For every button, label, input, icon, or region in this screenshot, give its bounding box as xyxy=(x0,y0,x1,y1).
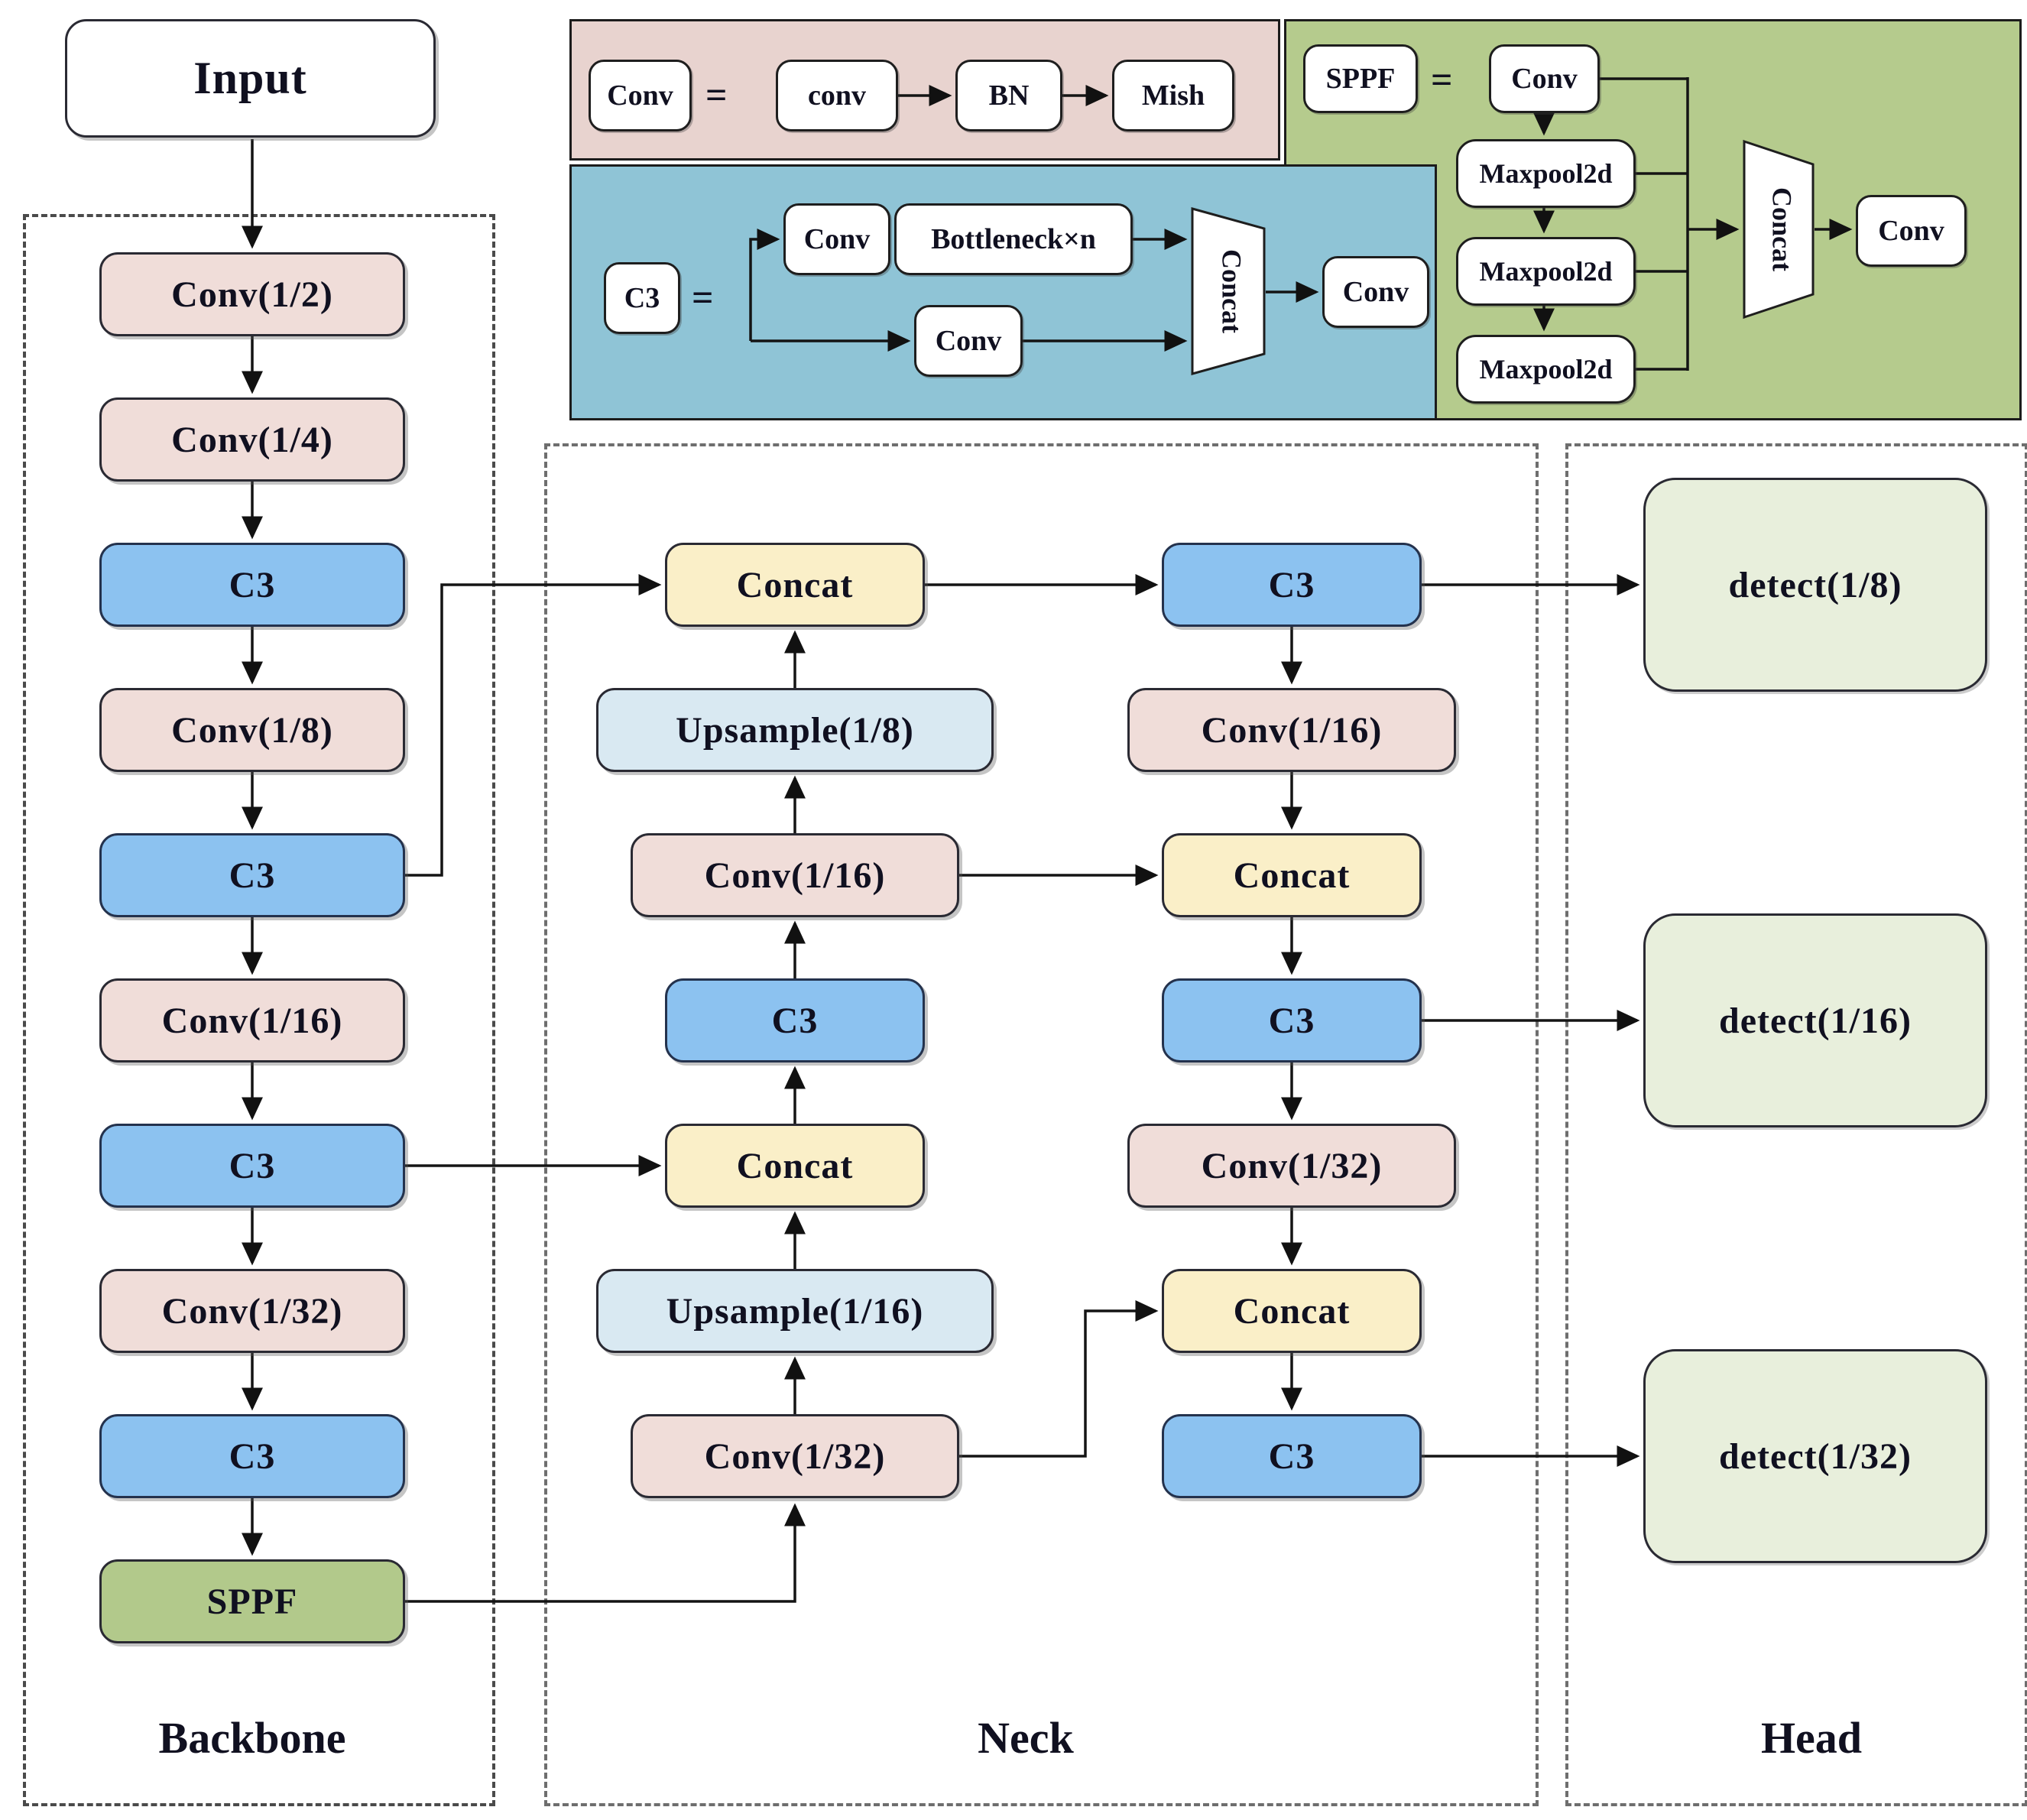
legend-sppf-lhs-chip: SPPF xyxy=(1303,44,1418,113)
backbone-c3-2-box: C3 xyxy=(99,833,405,917)
legend-c3-bottleneck-chip: Bottleneck×n xyxy=(894,203,1133,275)
legend-sppf-maxpool-1-label: Maxpool2d xyxy=(1479,158,1613,189)
neck-left-concat-top-label: Concat xyxy=(736,564,854,605)
neck-upsample-1-8-label: Upsample(1/8) xyxy=(676,709,914,751)
backbone-section-label: Backbone xyxy=(158,1713,346,1763)
neck-upsample-1-16-box: Upsample(1/16) xyxy=(596,1269,994,1353)
legend-conv-lhs-label: Conv xyxy=(607,79,673,112)
legend-c3-bottleneck-label: Bottleneck×n xyxy=(931,223,1096,255)
legend-sppf-equals: = xyxy=(1431,58,1453,101)
backbone-conv-1-4-label: Conv(1/4) xyxy=(171,419,333,460)
head-section-label: Head xyxy=(1760,1713,1863,1763)
legend-conv-step-mish-label: Mish xyxy=(1141,79,1205,112)
legend-sppf-concat-trapezoid: Concat xyxy=(1743,139,1815,320)
legend-sppf-maxpool-2-chip: Maxpool2d xyxy=(1456,237,1636,306)
neck-right-c3-bottom-label: C3 xyxy=(1268,1436,1315,1477)
neck-left-conv-1-16-box: Conv(1/16) xyxy=(631,833,959,917)
legend-c3-lhs-label: C3 xyxy=(624,282,660,314)
legend-c3-equals: = xyxy=(692,276,714,319)
backbone-conv-1-32-box: Conv(1/32) xyxy=(99,1269,405,1353)
backbone-conv-1-4-box: Conv(1/4) xyxy=(99,397,405,482)
head-detect-1-16-box: detect(1/16) xyxy=(1643,913,1987,1127)
head-detect-1-8-label: detect(1/8) xyxy=(1728,564,1902,605)
neck-left-conv-1-32-box: Conv(1/32) xyxy=(631,1414,959,1498)
backbone-c3-1-label: C3 xyxy=(229,564,276,605)
neck-right-c3-bottom-box: C3 xyxy=(1162,1414,1422,1498)
legend-conv-step-conv-chip: conv xyxy=(776,60,898,131)
backbone-c3-4-label: C3 xyxy=(229,1436,276,1477)
legend-c3-out-conv-label: Conv xyxy=(1342,276,1409,308)
legend-sppf-first-conv-chip: Conv xyxy=(1489,44,1600,113)
neck-right-c3-top-label: C3 xyxy=(1268,564,1315,605)
legend-c3-out-conv-chip: Conv xyxy=(1322,256,1429,328)
legend-sppf-maxpool-1-chip: Maxpool2d xyxy=(1456,139,1636,208)
neck-right-c3-mid-label: C3 xyxy=(1268,1000,1315,1041)
backbone-frame xyxy=(23,214,495,1806)
backbone-sppf-label: SPPF xyxy=(206,1581,298,1622)
legend-c3-concat-trapezoid: Concat xyxy=(1191,207,1266,375)
neck-upsample-1-8-box: Upsample(1/8) xyxy=(596,688,994,772)
neck-left-c3-box: C3 xyxy=(665,978,925,1062)
neck-right-conv-1-32-box: Conv(1/32) xyxy=(1127,1124,1456,1208)
neck-frame xyxy=(544,443,1539,1806)
legend-conv-step-mish-chip: Mish xyxy=(1112,60,1234,131)
neck-right-conv-1-32-label: Conv(1/32) xyxy=(1201,1145,1383,1186)
neck-right-concat-bottom-box: Concat xyxy=(1162,1269,1422,1353)
input-box: Input xyxy=(65,19,436,138)
neck-left-c3-label: C3 xyxy=(771,1000,819,1041)
legend-c3-concat-label: Concat xyxy=(1217,249,1247,333)
legend-sppf-concat-label: Concat xyxy=(1767,187,1798,271)
neck-right-concat-mid-box: Concat xyxy=(1162,833,1422,917)
input-label: Input xyxy=(193,53,307,103)
legend-conv-equals: = xyxy=(705,73,728,116)
backbone-c3-2-label: C3 xyxy=(229,855,276,896)
legend-sppf-lhs-label: SPPF xyxy=(1325,63,1396,95)
head-detect-1-32-box: detect(1/32) xyxy=(1643,1349,1987,1563)
backbone-conv-1-2-box: Conv(1/2) xyxy=(99,252,405,336)
backbone-conv-1-16-label: Conv(1/16) xyxy=(161,1000,343,1041)
backbone-conv-1-8-label: Conv(1/8) xyxy=(171,709,333,751)
legend-c3-top-conv-chip: Conv xyxy=(783,203,890,275)
legend-conv-step-bn-label: BN xyxy=(988,79,1030,112)
backbone-conv-1-2-label: Conv(1/2) xyxy=(171,274,333,315)
neck-right-concat-mid-label: Concat xyxy=(1233,855,1351,896)
legend-c3-bottom-conv-label: Conv xyxy=(935,325,1002,357)
backbone-c3-3-box: C3 xyxy=(99,1124,405,1208)
neck-right-c3-mid-box: C3 xyxy=(1162,978,1422,1062)
legend-sppf-out-conv-label: Conv xyxy=(1878,215,1944,247)
neck-upsample-1-16-label: Upsample(1/16) xyxy=(666,1290,924,1332)
legend-conv-step-bn-chip: BN xyxy=(955,60,1062,131)
backbone-c3-4-box: C3 xyxy=(99,1414,405,1498)
legend-sppf-maxpool-2-label: Maxpool2d xyxy=(1479,256,1613,287)
neck-right-conv-1-16-box: Conv(1/16) xyxy=(1127,688,1456,772)
backbone-conv-1-16-box: Conv(1/16) xyxy=(99,978,405,1062)
legend-sppf-first-conv-label: Conv xyxy=(1511,63,1578,95)
legend-conv-lhs-chip: Conv xyxy=(589,60,692,131)
legend-conv-step-conv-label: conv xyxy=(808,79,866,112)
head-detect-1-32-label: detect(1/32) xyxy=(1719,1436,1912,1477)
backbone-conv-1-32-label: Conv(1/32) xyxy=(161,1290,343,1332)
neck-section-label: Neck xyxy=(978,1713,1074,1763)
legend-c3-lhs-chip: C3 xyxy=(604,262,680,334)
head-detect-1-8-box: detect(1/8) xyxy=(1643,478,1987,692)
head-detect-1-16-label: detect(1/16) xyxy=(1719,1000,1912,1041)
legend-sppf-out-conv-chip: Conv xyxy=(1856,195,1967,267)
neck-right-concat-bottom-label: Concat xyxy=(1233,1290,1351,1332)
neck-left-concat-top-box: Concat xyxy=(665,543,925,627)
neck-left-conv-1-32-label: Conv(1/32) xyxy=(704,1436,886,1477)
neck-right-conv-1-16-label: Conv(1/16) xyxy=(1201,709,1383,751)
legend-sppf-maxpool-3-chip: Maxpool2d xyxy=(1456,335,1636,404)
legend-sppf-maxpool-3-label: Maxpool2d xyxy=(1479,354,1613,384)
neck-right-c3-top-box: C3 xyxy=(1162,543,1422,627)
backbone-conv-1-8-box: Conv(1/8) xyxy=(99,688,405,772)
legend-c3-bottom-conv-chip: Conv xyxy=(914,305,1023,377)
neck-left-concat-mid-box: Concat xyxy=(665,1124,925,1208)
backbone-c3-1-box: C3 xyxy=(99,543,405,627)
legend-c3-top-conv-label: Conv xyxy=(803,223,871,255)
head-frame xyxy=(1565,443,2027,1806)
neck-left-conv-1-16-label: Conv(1/16) xyxy=(704,855,886,896)
neck-left-concat-mid-label: Concat xyxy=(736,1145,854,1186)
backbone-sppf-box: SPPF xyxy=(99,1559,405,1643)
backbone-c3-3-label: C3 xyxy=(229,1145,276,1186)
